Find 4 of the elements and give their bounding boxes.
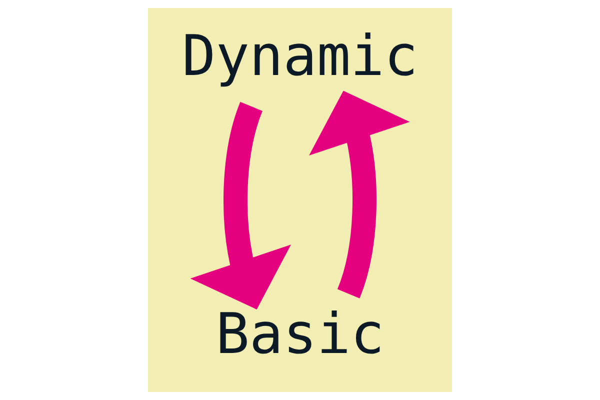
node-text: Basic [216, 302, 384, 367]
node-text: Dynamic [182, 24, 418, 89]
arrow [190, 102, 291, 310]
arrow [309, 90, 410, 298]
